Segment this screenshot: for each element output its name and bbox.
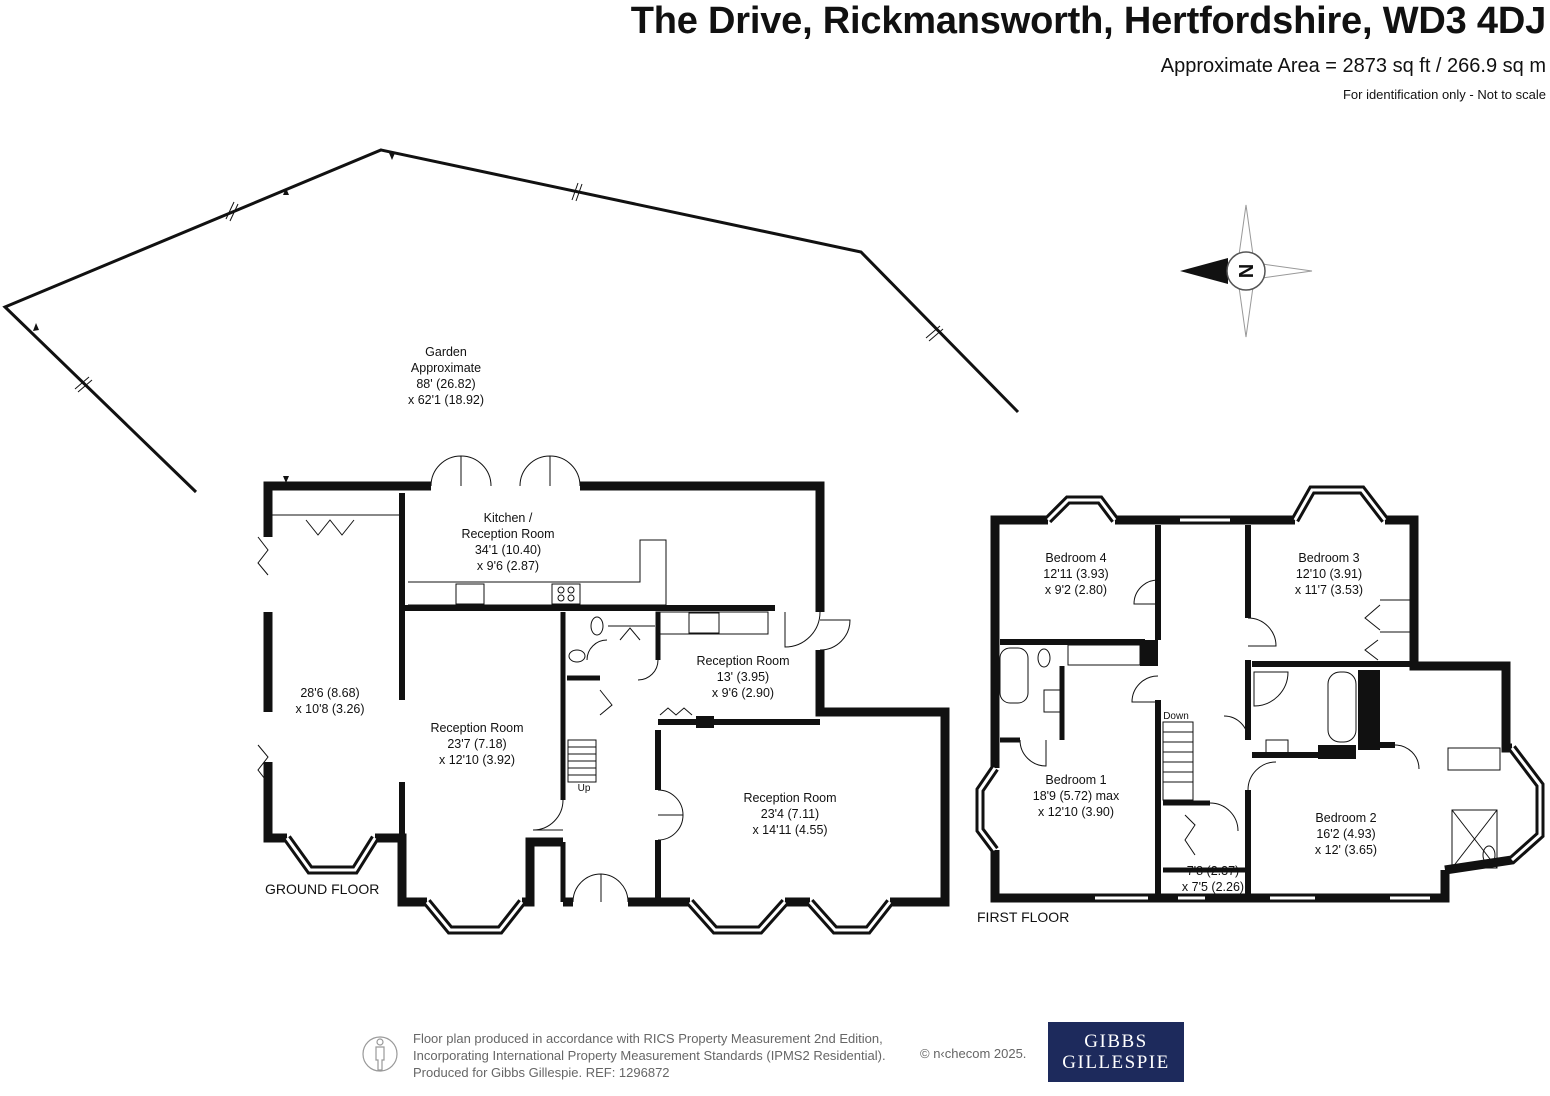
side-room-label: 28'6 (8.68) x 10'8 (3.26) (295, 686, 364, 716)
svg-text:x 12'10 (3.90): x 12'10 (3.90) (1038, 805, 1114, 819)
svg-text:x 14'11 (4.55): x 14'11 (4.55) (752, 823, 827, 837)
svg-text:16'2 (4.93): 16'2 (4.93) (1316, 827, 1375, 841)
first-floor-solid-blocks (1140, 640, 1380, 759)
kitchen-label: Kitchen / Reception Room 34'1 (10.40) x … (461, 511, 554, 573)
svg-text:18'9 (5.72) max: 18'9 (5.72) max (1033, 789, 1120, 803)
compass-north-letter: N (1234, 264, 1256, 278)
bedroom-2-label: Bedroom 2 16'2 (4.93) x 12' (3.65) (1315, 811, 1377, 857)
svg-text:28'6 (8.68): 28'6 (8.68) (300, 686, 359, 700)
svg-text:x 10'8 (3.26): x 10'8 (3.26) (295, 702, 364, 716)
svg-text:23'4 (7.11): 23'4 (7.11) (761, 807, 819, 821)
svg-text:88' (26.82): 88' (26.82) (416, 377, 475, 391)
svg-text:23'7 (7.18): 23'7 (7.18) (447, 737, 506, 751)
svg-text:x 9'6 (2.90): x 9'6 (2.90) (712, 686, 774, 700)
person-icon (362, 1036, 398, 1072)
ground-floor-label: GROUND FLOOR (265, 881, 379, 897)
garden-boundary (2, 148, 1020, 494)
svg-text:x 12' (3.65): x 12' (3.65) (1315, 843, 1377, 857)
svg-text:Reception Room: Reception Room (461, 527, 554, 541)
bedroom-1-label: Bedroom 1 18'9 (5.72) max x 12'10 (3.90) (1033, 773, 1120, 819)
boundary-ticks (74, 182, 944, 393)
svg-text:x 12'10 (3.92): x 12'10 (3.92) (439, 753, 515, 767)
svg-text:Bedroom 2: Bedroom 2 (1315, 811, 1376, 825)
copyright-notice: © n‹checom 2025. (920, 1046, 1027, 1061)
svg-text:Garden: Garden (425, 345, 467, 359)
bedroom-3-label: Bedroom 3 12'10 (3.91) x 11'7 (3.53) (1295, 551, 1363, 597)
ground-bay-windows (283, 835, 894, 935)
svg-text:Reception Room: Reception Room (696, 654, 789, 668)
first-floor-label: FIRST FLOOR (977, 909, 1069, 925)
ground-floor-walls (263, 481, 950, 907)
svg-text:Bedroom 1: Bedroom 1 (1045, 773, 1106, 787)
svg-text:Bedroom 3: Bedroom 3 (1298, 551, 1359, 565)
compass-rose-icon: N (1180, 204, 1313, 338)
svg-text:34'1 (10.40): 34'1 (10.40) (475, 543, 541, 557)
reception-room-3-label: Reception Room 23'4 (7.11) x 14'11 (4.55… (743, 791, 836, 837)
svg-text:13' (3.95): 13' (3.95) (717, 670, 769, 684)
approximate-area: Approximate Area = 2873 sq ft / 266.9 sq… (1160, 55, 1546, 77)
svg-text:12'10 (3.91): 12'10 (3.91) (1296, 567, 1362, 581)
identification-note: For identification only - Not to scale (1342, 87, 1546, 102)
first-floor-bay-windows (975, 485, 1545, 875)
boundary-markers (33, 153, 395, 483)
svg-text:Reception Room: Reception Room (743, 791, 836, 805)
ground-floor-details (257, 455, 851, 903)
svg-text:Approximate: Approximate (411, 361, 481, 375)
bedroom-4-label: Bedroom 4 12'11 (3.93) x 9'2 (2.80) (1043, 551, 1108, 597)
svg-text:x 9'2 (2.80): x 9'2 (2.80) (1045, 583, 1107, 597)
first-floor-walls (990, 515, 1512, 903)
svg-text:12'11 (3.93): 12'11 (3.93) (1043, 567, 1108, 581)
svg-text:x 11'7 (3.53): x 11'7 (3.53) (1295, 583, 1363, 597)
footer-disclaimer: Floor plan produced in accordance with R… (413, 1031, 886, 1080)
svg-text:x 7'5 (2.26): x 7'5 (2.26) (1182, 880, 1244, 894)
page-title: The Drive, Rickmansworth, Hertfordshire,… (630, 0, 1546, 42)
reception-room-2-label: Reception Room 13' (3.95) x 9'6 (2.90) (696, 654, 789, 700)
stairs-up-label: Up (578, 783, 591, 794)
svg-text:Bedroom 4: Bedroom 4 (1045, 551, 1106, 565)
svg-text:x 9'6 (2.87): x 9'6 (2.87) (477, 559, 539, 573)
first-floor-details (999, 579, 1501, 869)
svg-text:7'8 (2.37): 7'8 (2.37) (1187, 864, 1239, 878)
garden-label: Garden Approximate 88' (26.82) x 62'1 (1… (408, 345, 484, 407)
svg-text:x 62'1 (18.92): x 62'1 (18.92) (408, 393, 484, 407)
first-floor-window-gaps (1095, 515, 1430, 903)
stairs-down-label: Down (1163, 711, 1189, 722)
ground-chimney-block (696, 716, 714, 728)
agency-logo: GIBBS GILLESPIE (1048, 1022, 1184, 1082)
reception-room-1-label: Reception Room 23'7 (7.18) x 12'10 (3.92… (430, 721, 523, 767)
svg-text:Kitchen /: Kitchen / (484, 511, 533, 525)
svg-text:Reception Room: Reception Room (430, 721, 523, 735)
small-room-label: 7'8 (2.37) x 7'5 (2.26) (1182, 864, 1244, 894)
